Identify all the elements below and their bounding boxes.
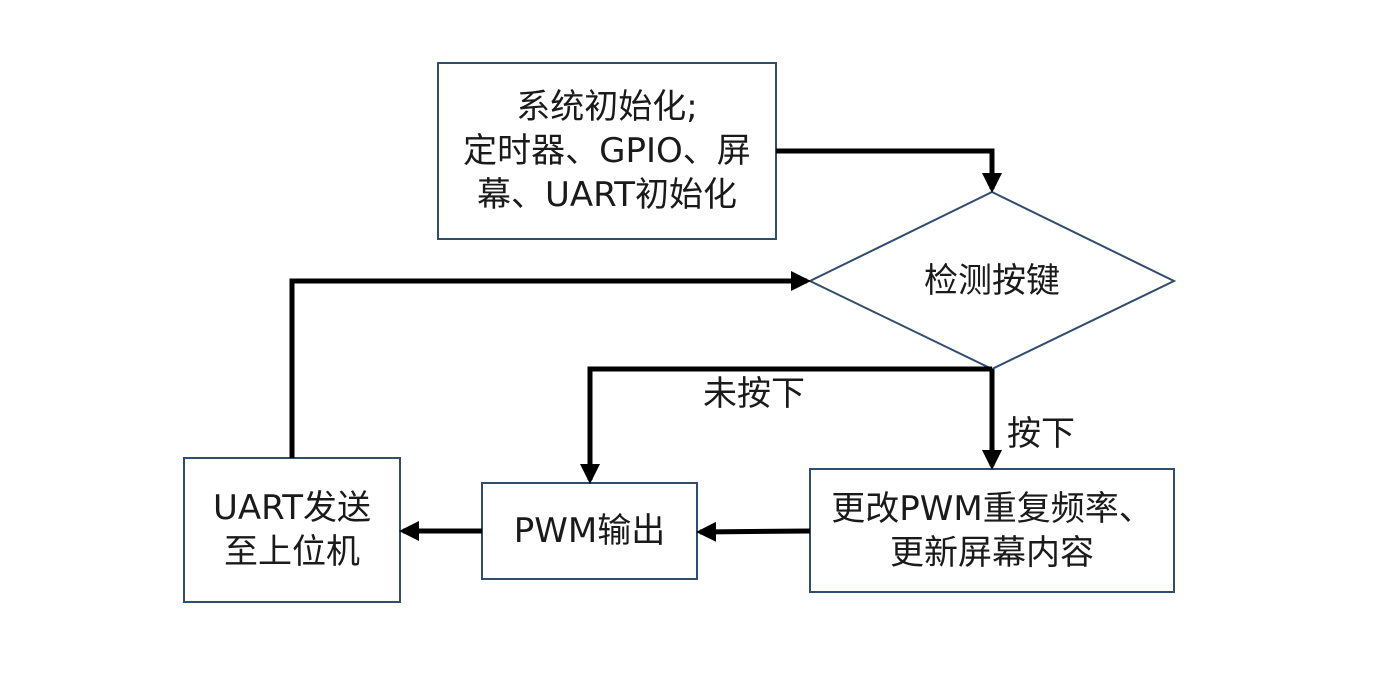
detect-node-text: 检测按键 [810, 192, 1174, 369]
update-node-text: 更改PWM重复频率、 更新屏幕内容 [810, 469, 1174, 592]
detect-line-1: 检测按键 [924, 260, 1060, 301]
edge-label-not-pressed: 未按下 [703, 374, 805, 414]
init-box [437, 62, 777, 240]
uart-box [183, 457, 401, 603]
arrow-init-to-detect [776, 148, 1002, 193]
init-line-2: 定时器、GPIO、屏 [463, 131, 751, 171]
arrow-update-to-pwm [696, 521, 811, 542]
init-line-1: 系统初始化; [516, 87, 698, 127]
uart-line-2: 至上位机 [224, 532, 360, 572]
init-node-text: 系统初始化; 定时器、GPIO、屏 幕、UART初始化 [438, 63, 776, 239]
uart-node-text: UART发送 至上位机 [184, 458, 400, 602]
update-line-2: 更新屏幕内容 [890, 532, 1094, 573]
edge-label-pressed: 按下 [1007, 414, 1075, 454]
arrow-uart-to-detect [289, 271, 811, 458]
update-line-1: 更改PWM重复频率、 [831, 488, 1153, 529]
uart-line-1: UART发送 [212, 488, 372, 528]
arrow-detect-to-pwm [580, 366, 992, 484]
pwm-node-text: PWM输出 [482, 483, 697, 579]
init-line-3: 幕、UART初始化 [476, 175, 738, 215]
pwm-line-1: PWM输出 [513, 511, 666, 551]
